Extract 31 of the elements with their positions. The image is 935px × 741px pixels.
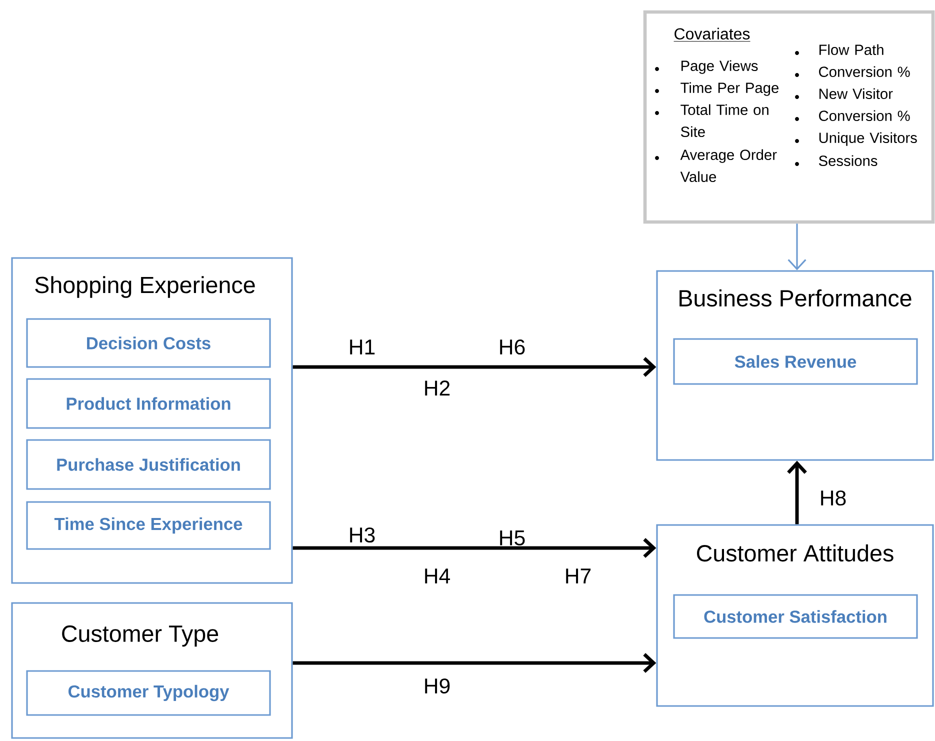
bullet-item: Conversion %: [795, 66, 910, 78]
hypothesis-label: H7: [566, 568, 591, 584]
variable-box: Customer Satisfaction: [673, 594, 918, 639]
hypothesis-label: H2: [425, 380, 450, 396]
bullet-item: Conversion %: [795, 110, 910, 122]
bullet-item: Time Per Page: [655, 82, 778, 96]
bullet-item: Sessions: [795, 155, 878, 166]
variable-box: Customer Typology: [26, 670, 271, 716]
bullet-item: New Visitor: [795, 88, 893, 100]
variable-box: Decision Costs: [26, 318, 271, 368]
variable-box: Purchase Justification: [26, 439, 271, 490]
variable-box: Time Since Experience: [26, 501, 271, 550]
hypothesis-label: H6: [500, 339, 525, 355]
bullet-item: Unique Visitors: [795, 132, 917, 146]
hypothesis-label: H9: [425, 678, 450, 694]
variable-box: Sales Revenue: [673, 338, 918, 385]
hypothesis-label: H4: [425, 568, 450, 584]
hypothesis-label: H8: [821, 490, 846, 506]
hypothesis-label: H1: [350, 340, 375, 354]
bullet-item: Flow Path: [795, 44, 884, 56]
arrow: [788, 224, 806, 270]
hypothesis-label: H5: [500, 530, 525, 546]
variable-box: Product Information: [26, 378, 271, 429]
bullet-item: Average Order Value: [655, 149, 777, 182]
hypothesis-label: H3: [350, 527, 375, 543]
arrow: [292, 357, 656, 377]
bullet-item: Total Time on Site: [655, 104, 768, 138]
arrow: [787, 460, 807, 524]
arrow: [292, 538, 656, 558]
arrow: [292, 653, 656, 673]
bullet-item: Page Views: [655, 60, 758, 74]
